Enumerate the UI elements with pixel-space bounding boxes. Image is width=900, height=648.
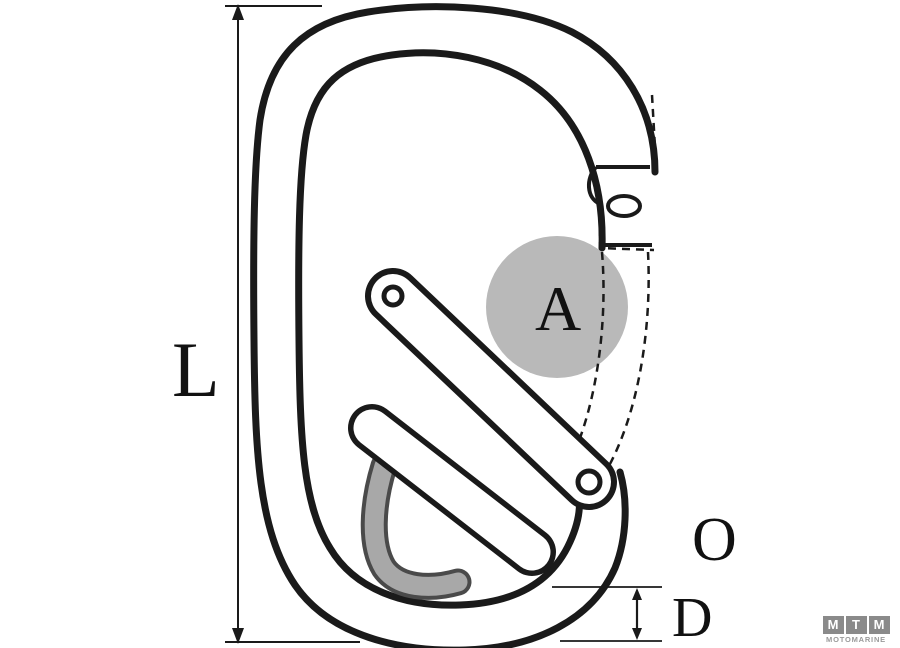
lever-fill [353, 409, 551, 571]
opening-circle [486, 236, 628, 378]
label-O: O [692, 506, 737, 574]
body-outer-contour [250, 3, 659, 648]
gate-swing-outer-dashed [600, 251, 650, 479]
nose-detail [587, 165, 652, 247]
wire-grip [360, 452, 472, 600]
logo-subtitle: MOTOMARINE [826, 635, 886, 644]
grip-gray-fill [364, 456, 468, 596]
arrow-up-icon [232, 4, 244, 20]
nose-hook-curve [587, 165, 602, 206]
d-arrow-up-icon [632, 588, 642, 600]
body-inner-contour [295, 49, 606, 609]
d-arrow-down-icon [632, 628, 642, 640]
brand-logo: M T M MOTOMARINE [818, 616, 894, 644]
logo-letter-t: T [845, 616, 867, 634]
label-A: A [535, 273, 581, 344]
dimension-diameter [552, 586, 662, 642]
logo-letter-m2: M [868, 616, 890, 634]
gate-pivot-top [381, 284, 405, 308]
logo-letter-m1: M [822, 616, 844, 634]
carabiner-body-outline [250, 3, 659, 648]
arrow-down-icon [232, 628, 244, 644]
nose-dashed-line [650, 94, 658, 166]
dimension-length [225, 4, 360, 644]
gate-bar [365, 268, 617, 510]
nose-pin [606, 194, 642, 218]
label-D: D [672, 587, 712, 648]
label-L: L [172, 326, 220, 413]
gate-swing-inner-dashed [568, 251, 605, 463]
gate-pivot-bottom [575, 468, 603, 496]
gate-fill [371, 274, 611, 504]
gate-closed-dashed [568, 94, 658, 479]
nose-bottom-dashed [598, 214, 655, 252]
lock-lever-bar [348, 404, 556, 576]
logo-letters: M T M [818, 616, 894, 634]
